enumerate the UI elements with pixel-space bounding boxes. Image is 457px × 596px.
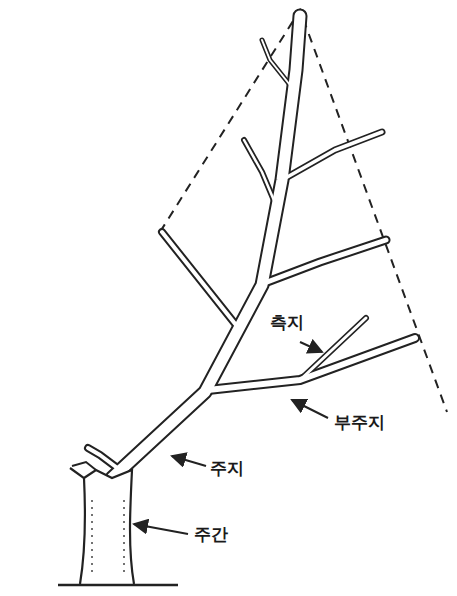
part-label: 주지 bbox=[208, 458, 246, 478]
part-label: 주간 bbox=[192, 524, 230, 544]
trunk-texture bbox=[92, 500, 124, 575]
trunk-stub bbox=[72, 462, 96, 470]
part-label: 측지 bbox=[268, 312, 306, 332]
canopy-outline bbox=[160, 10, 447, 412]
trunk bbox=[70, 468, 134, 584]
part-label: 부주지 bbox=[332, 412, 387, 432]
ground-line bbox=[58, 584, 178, 587]
leader-lines bbox=[134, 342, 328, 534]
branches bbox=[88, 16, 415, 478]
